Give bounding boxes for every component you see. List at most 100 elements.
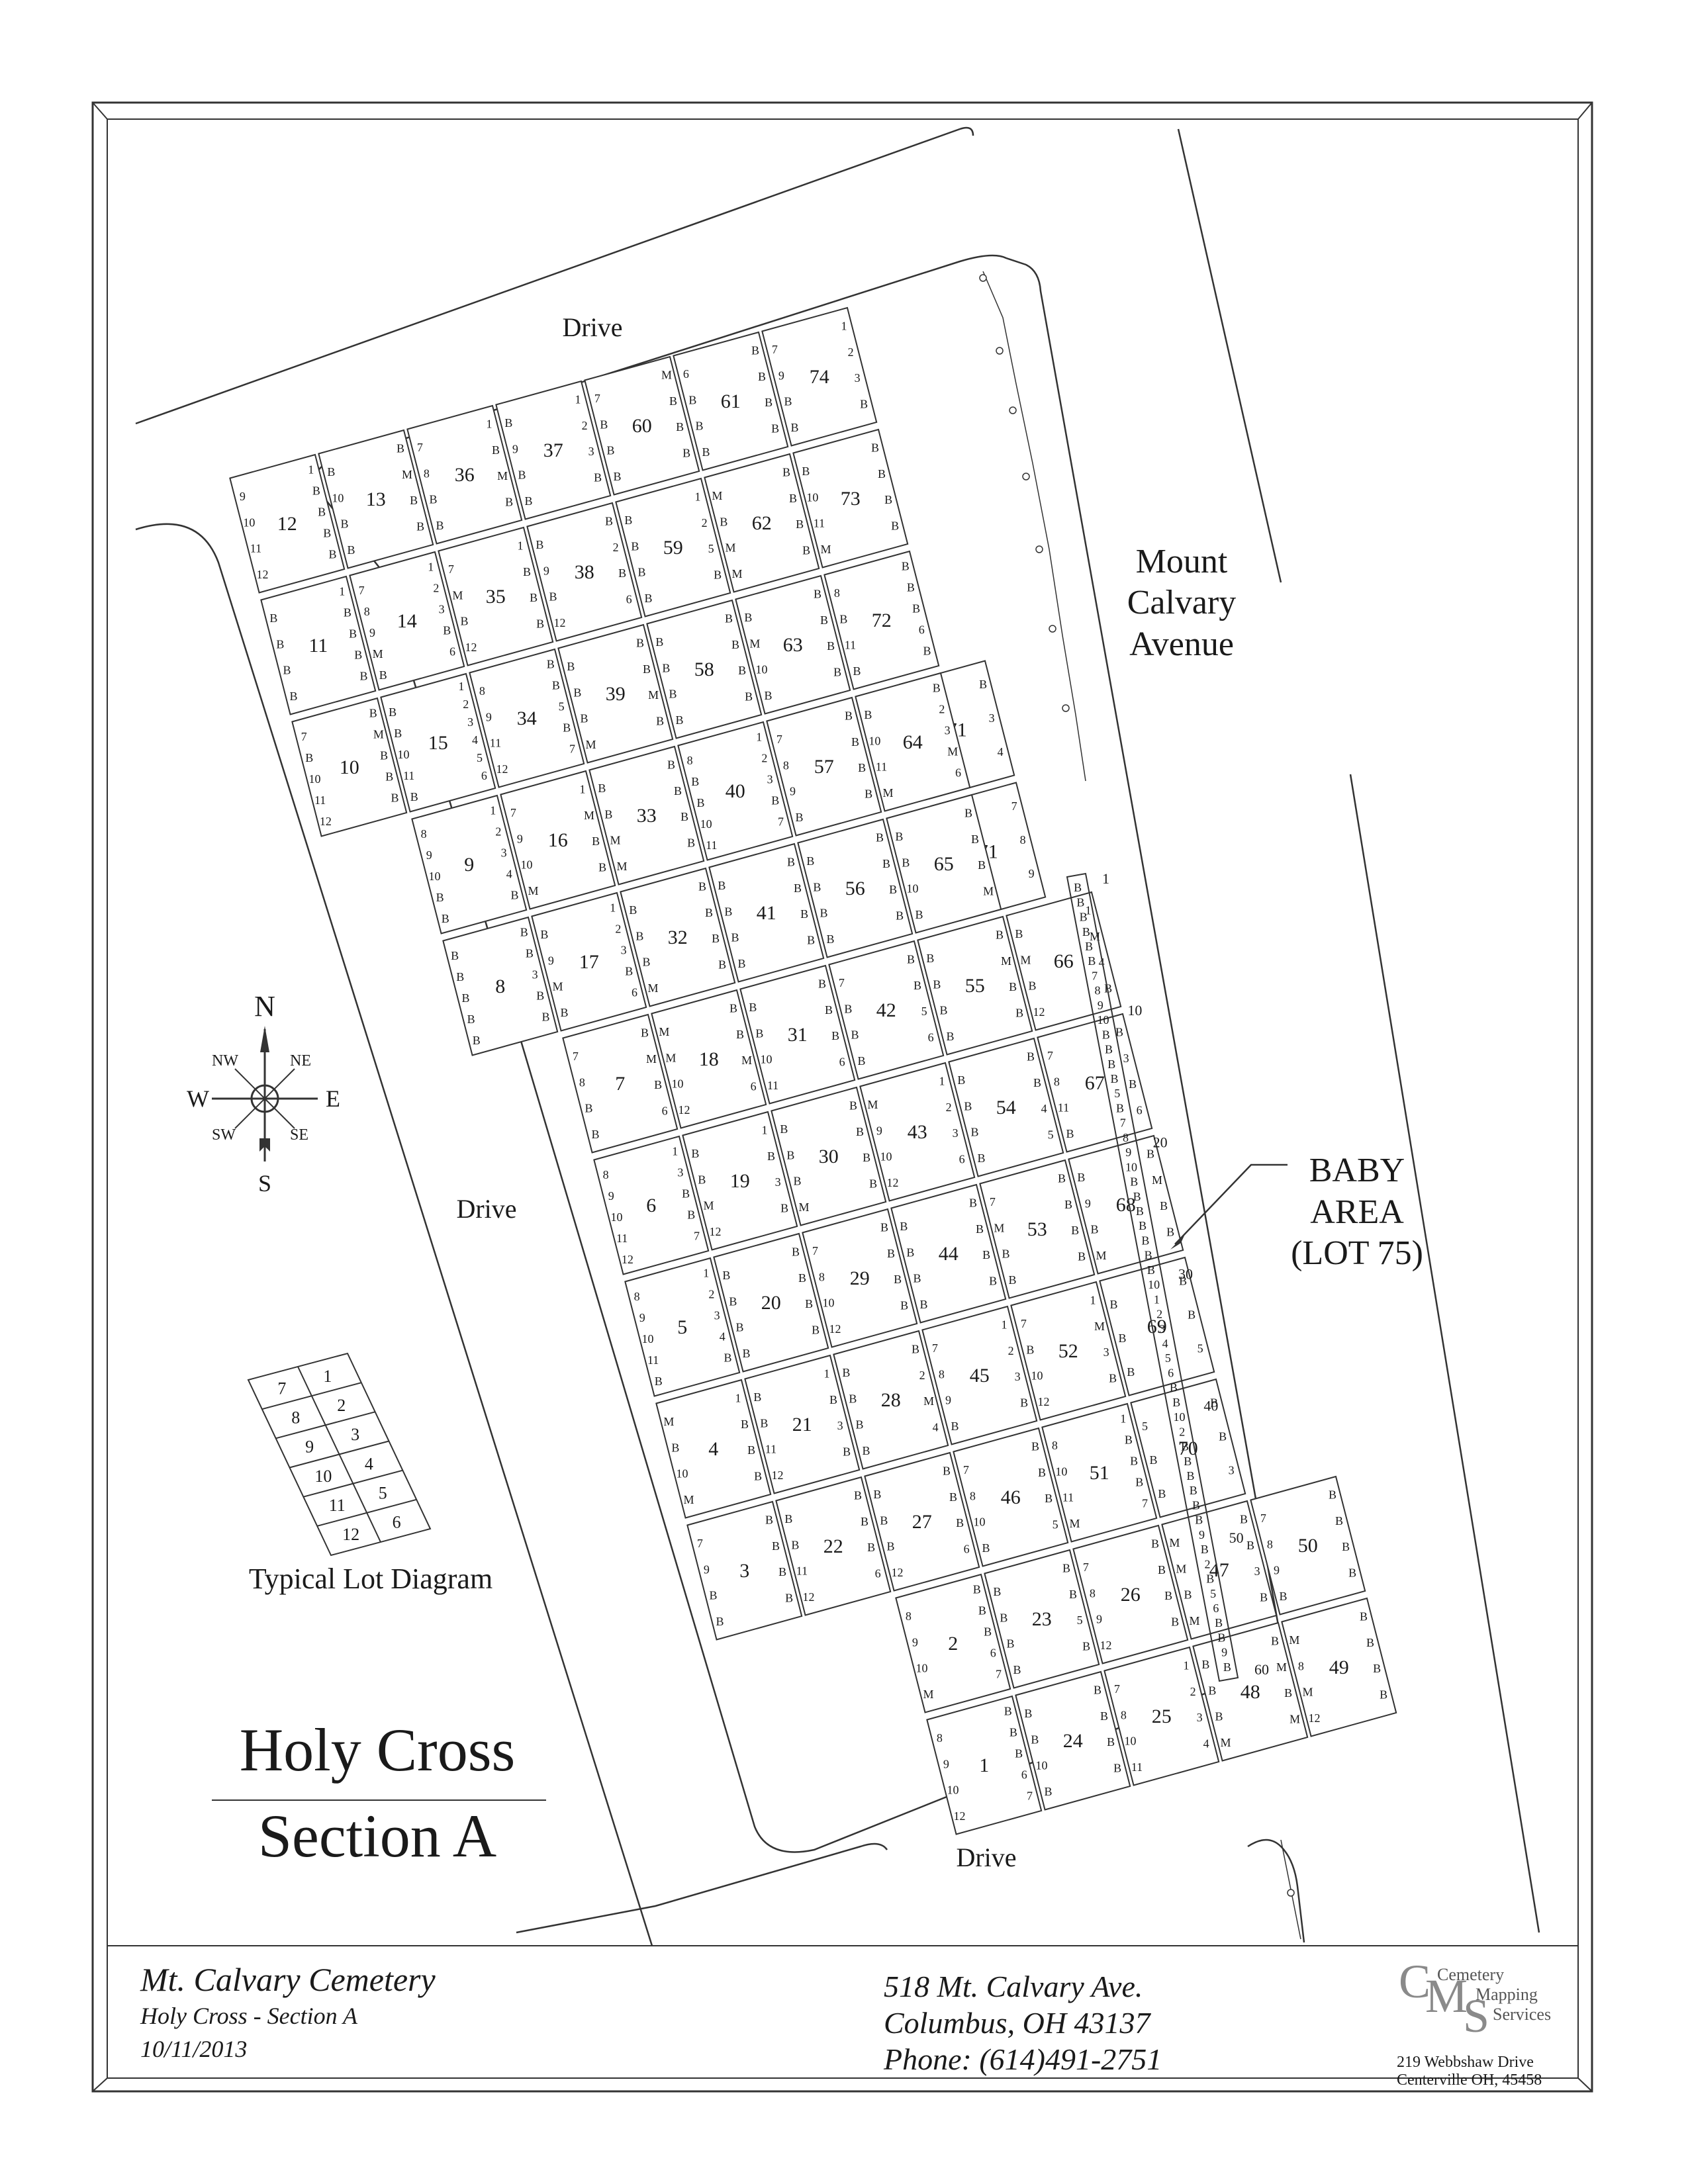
lot-mark: 9 — [1096, 1613, 1102, 1626]
lot-mark: B — [580, 712, 588, 725]
lot-mark: B — [624, 514, 632, 527]
lot-mark: B — [1260, 1590, 1268, 1604]
lot-mark: B — [1130, 1454, 1138, 1467]
lot-mark: 10 — [243, 516, 255, 529]
lot-mark: B — [738, 957, 746, 970]
lot-mark: 10 — [973, 1516, 985, 1529]
lot-mark: 11 — [616, 1232, 628, 1245]
lot-mark: 1 — [610, 901, 616, 914]
lot-mark: B — [820, 907, 827, 920]
lot-mark: B — [1184, 1588, 1192, 1602]
lot-outline — [771, 1087, 886, 1225]
lot-mark: 11 — [1062, 1491, 1074, 1504]
lot-mark: 5 — [921, 1005, 927, 1018]
lot-mark: 3 — [855, 371, 861, 385]
lot-mark: 6 — [481, 769, 487, 782]
lot-mark: B — [1166, 1225, 1174, 1238]
lot-mark: B — [791, 1538, 799, 1551]
lot-mark: B — [1158, 1563, 1166, 1576]
lot-mark: B — [755, 1026, 763, 1040]
lot-mark: B — [939, 1004, 947, 1017]
drive-label-left: Drive — [456, 1194, 516, 1224]
lot-mark: B — [328, 548, 336, 561]
footer-cemetery-name: Mt. Calvary Cemetery — [140, 1961, 436, 1998]
baby-area-mark: B — [1215, 1616, 1223, 1629]
lot-mark: 10 — [915, 1662, 927, 1675]
lot-mark: B — [1038, 1466, 1046, 1479]
lot-mark: B — [1208, 1684, 1216, 1697]
